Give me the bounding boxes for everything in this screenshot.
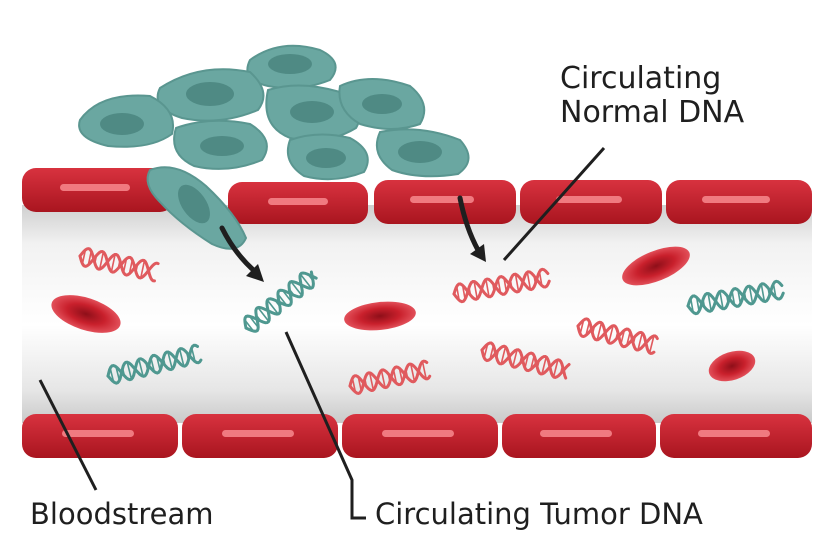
normal-dna-strand bbox=[78, 247, 160, 283]
tumor-cell-nuclei bbox=[100, 54, 442, 224]
normal-dna-strand bbox=[452, 267, 551, 304]
red-blood-cell bbox=[708, 350, 756, 382]
tumor-dna-strand bbox=[243, 270, 318, 333]
normal-dna-strand bbox=[576, 317, 659, 355]
tumor-cell-cluster bbox=[78, 44, 470, 250]
arrow-tumor-dna-release bbox=[219, 225, 264, 282]
vessel-wall-bottom bbox=[22, 414, 812, 458]
vessel-wall-top bbox=[22, 168, 812, 224]
circulating-normal-dna-label: Circulating Normal DNA bbox=[560, 62, 744, 130]
leader-line-tumor-dna bbox=[284, 331, 366, 520]
red-blood-cells bbox=[51, 246, 756, 382]
normal-dna-strand bbox=[480, 341, 571, 380]
circulating-tumor-dna-label: Circulating Tumor DNA bbox=[375, 497, 703, 531]
leader-lines bbox=[38, 147, 606, 520]
tumor-dna-strand bbox=[686, 279, 785, 316]
circulating-normal-dna-label-line2: Normal DNA bbox=[560, 95, 745, 130]
arrow-normal-dna-release bbox=[457, 195, 486, 262]
vessel-lumen bbox=[22, 205, 812, 423]
bloodstream-label: Bloodstream bbox=[30, 497, 214, 531]
leader-line-bloodstream bbox=[38, 379, 98, 491]
dna-strands bbox=[78, 247, 785, 395]
red-blood-cell bbox=[344, 301, 416, 331]
tumor-dna-strand bbox=[106, 343, 203, 385]
circulating-normal-dna-label-line1: Circulating bbox=[560, 61, 722, 96]
red-blood-cell bbox=[51, 295, 121, 333]
normal-dna-strand bbox=[348, 359, 432, 395]
leader-line-normal-dna bbox=[502, 147, 606, 261]
red-blood-cell bbox=[622, 246, 690, 286]
